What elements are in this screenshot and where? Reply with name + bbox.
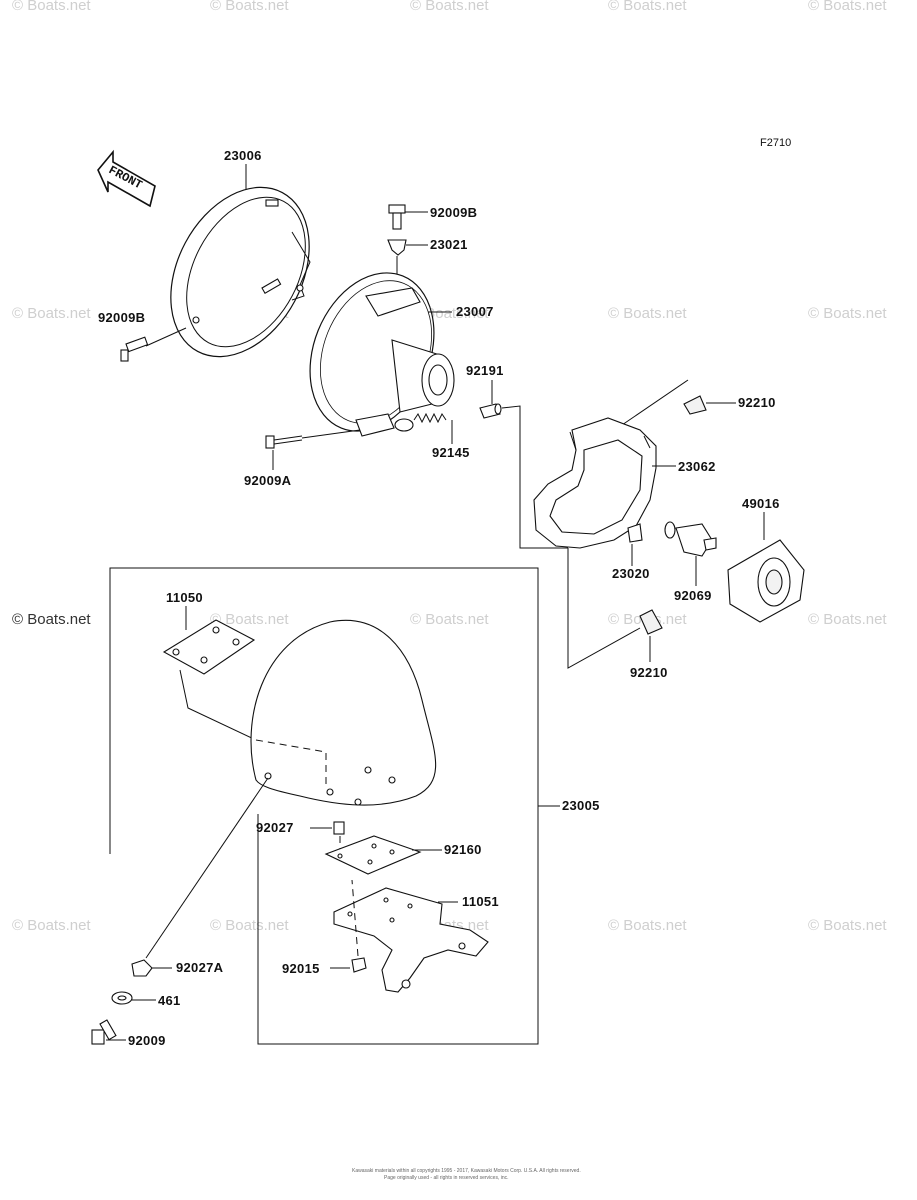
label-92009b-top: 92009B [430,205,477,220]
plate-11050 [162,619,256,675]
clip-92210-top [683,395,707,415]
watermark: © Boats.net [410,0,489,14]
plate-92160 [324,835,422,875]
washer-461 [111,991,133,1005]
label-23007: 23007 [456,304,494,319]
label-11051: 11051 [462,894,499,909]
label-92160: 92160 [444,842,482,857]
watermark: © Boats.net [12,305,91,322]
leader-92015-dash [351,879,359,957]
label-92191: 92191 [466,363,504,378]
label-23021: 23021 [430,237,468,252]
adjust-screw-92009a [265,435,303,449]
label-23006: 23006 [224,148,262,163]
figure-code: F2710 [760,137,791,149]
leader-11050-path [179,669,257,741]
copyright-line-2: Page originally used - all rights in res… [384,1175,509,1181]
watermark: © Boats.net [12,611,91,628]
nut-92015 [351,957,367,973]
leader-92027a-path [145,777,269,959]
leader-92210-bottom-path [567,548,641,669]
label-92009a: 92009A [244,473,292,488]
watermark: © Boats.net [210,611,289,628]
label-461: 461 [158,993,181,1008]
watermark-layer: © Boats.net © Boats.net © Boats.net © Bo… [12,0,887,934]
mounting-ring-23062 [533,417,657,549]
label-49016: 49016 [742,496,780,511]
watermark: © Boats.net [608,917,687,934]
watermark: © Boats.net [808,917,887,934]
bulb-92069 [664,521,717,557]
watermark: © Boats.net [808,305,887,322]
label-11050: 11050 [166,590,203,605]
label-23020: 23020 [612,566,650,581]
spacer-92027 [333,821,345,835]
screw-92009b-top [388,204,406,230]
grommet-92027a [131,959,153,977]
clip-92210-bottom [639,609,663,635]
watermark: © Boats.net [808,611,887,628]
label-23005: 23005 [562,798,600,813]
label-92210-bottom: 92210 [630,665,668,680]
label-92027a: 92027A [176,960,224,975]
watermark: © Boats.net [410,611,489,628]
watermark: © Boats.net [808,0,887,14]
label-92145: 92145 [432,445,470,460]
leader-92009a [301,429,361,439]
socket-23020 [627,523,643,543]
watermark: © Boats.net [12,917,91,934]
label-92027: 92027 [256,820,294,835]
label-92069: 92069 [674,588,712,603]
headlight-shell [250,619,437,806]
bulb-cover-49016 [727,539,805,623]
watermark: © Boats.net [12,0,91,14]
spring-92145 [413,412,447,424]
watermark: © Boats.net [608,0,687,14]
watermark: © Boats.net [210,0,289,14]
copyright-line-1: Kawasaki materials within all copyrights… [352,1168,581,1174]
headlight-rim-23006 [170,186,311,358]
watermark: © Boats.net [608,305,687,322]
grommet-23021 [387,239,407,256]
collar-92191 [479,403,502,419]
front-arrow-icon: FRONT [97,149,156,208]
label-92015: 92015 [282,961,320,976]
watermark: © Boats.net [210,917,289,934]
headlight-housing-23007 [309,272,455,437]
label-92210-top: 92210 [738,395,776,410]
label-23062: 23062 [678,459,716,474]
label-92009b-left: 92009B [98,310,145,325]
bracket-11051 [333,887,489,993]
bolt-92009 [91,1019,117,1045]
screw-92009b-left [120,336,149,362]
leader-92009b-left [145,327,187,347]
leader-92191-path [501,405,568,549]
label-92009: 92009 [128,1033,166,1048]
